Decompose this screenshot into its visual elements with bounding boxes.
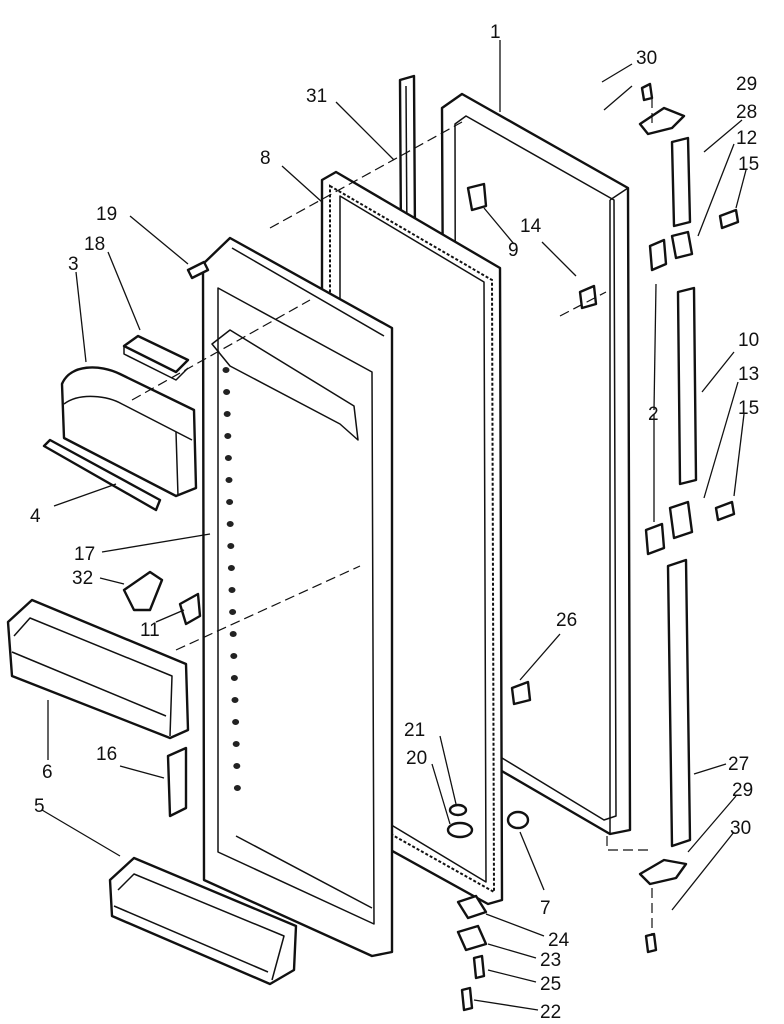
shelf-hole: [231, 697, 239, 703]
shelf-hole: [232, 719, 240, 725]
bushing-20: [446, 821, 474, 839]
leader-arrows: [41, 40, 747, 1011]
shelf-hole: [233, 785, 241, 791]
callout-6: 6: [42, 762, 53, 783]
clip-32: [122, 570, 164, 612]
inner-door-liner: [201, 236, 394, 958]
callout-22: 22: [540, 1002, 561, 1023]
callout-10: 10: [738, 330, 759, 351]
callout-14: 14: [520, 216, 542, 237]
callout-30-bottom: 30: [730, 818, 751, 839]
screw-22: [460, 986, 474, 1012]
cam-7: [506, 810, 530, 830]
shelf-hole: [226, 521, 234, 527]
screw-30-top: [640, 82, 654, 102]
callout-30-top: 30: [636, 48, 657, 69]
callout-31: 31: [306, 86, 327, 107]
callout-labels: 30 29 28 12 15 10 13 15 27 29 30 1 31 8 …: [30, 22, 759, 1023]
shelf-hole: [232, 741, 240, 747]
shelf-hole: [230, 653, 238, 659]
callout-32: 32: [72, 568, 93, 589]
shelf-hole: [229, 609, 237, 615]
dairy-door: [60, 366, 198, 498]
callout-15-top: 15: [738, 154, 759, 175]
callout-4: 4: [30, 506, 41, 527]
handle-trim-10: [676, 286, 698, 486]
screw-19: [186, 260, 210, 280]
dairy-door-trim: [42, 438, 162, 512]
handle-mount-12: [670, 230, 694, 260]
callout-8: 8: [260, 148, 271, 169]
callout-27: 27: [728, 754, 749, 775]
shelf-hole: [224, 455, 232, 461]
hinge-24: [456, 894, 488, 920]
callout-16: 16: [96, 744, 117, 765]
callout-15-bottom: 15: [738, 398, 759, 419]
callout-9: 9: [508, 240, 519, 261]
callout-24: 24: [548, 930, 570, 951]
shelf-hole: [223, 389, 231, 395]
handle-trim-28: [670, 136, 692, 228]
callout-29-bottom: 29: [732, 780, 753, 801]
callout-21: 21: [404, 720, 425, 741]
hinge-23: [456, 924, 488, 952]
screw-25: [472, 954, 486, 980]
liner-shelf-holes: [222, 367, 241, 791]
clip-14: [578, 284, 598, 310]
callout-18: 18: [84, 234, 105, 255]
callout-7: 7: [540, 898, 551, 919]
hinge-plate-2-bottom: [644, 522, 666, 556]
callout-25: 25: [540, 974, 561, 995]
shelf-hole: [227, 565, 235, 571]
door-bin-large: [6, 598, 190, 740]
callout-29-top: 29: [736, 74, 757, 95]
hinge-cap-29-bottom: [638, 858, 688, 886]
door-bin-small: [108, 856, 298, 986]
shelf-hole: [223, 411, 231, 417]
callout-1: 1: [490, 22, 501, 43]
callout-26: 26: [556, 610, 577, 631]
alignment-lines: [131, 98, 653, 936]
shelf-hole: [226, 499, 234, 505]
bracket-16: [166, 746, 188, 818]
shelf-hole: [230, 675, 238, 681]
callout-5: 5: [34, 796, 45, 817]
callout-17: 17: [74, 544, 95, 565]
callout-2: 2: [648, 404, 659, 425]
callout-19: 19: [96, 204, 117, 225]
callout-20: 20: [406, 748, 427, 769]
shelf-hole: [227, 543, 235, 549]
handle-mount-13: [668, 500, 694, 540]
callout-23: 23: [540, 950, 561, 971]
fitting-9: [466, 182, 488, 212]
handle-trim-27: [666, 558, 692, 848]
shelf-hole: [229, 631, 237, 637]
callout-12: 12: [736, 128, 757, 149]
callout-3: 3: [68, 254, 79, 275]
shelf-hole: [222, 367, 230, 373]
callout-28: 28: [736, 102, 757, 123]
shelf-hole: [225, 477, 233, 483]
shelf-hole: [228, 587, 236, 593]
bracket-26: [510, 680, 532, 706]
callout-13: 13: [738, 364, 759, 385]
hinge-plate-2-top: [648, 238, 668, 272]
screw-15-top: [718, 208, 740, 230]
butter-dish: [122, 334, 190, 381]
shelf-hole: [224, 433, 232, 439]
clip-11: [178, 592, 202, 626]
screw-15-bottom: [714, 500, 736, 522]
washer-21: [448, 803, 468, 817]
hinge-cap-29-top: [638, 106, 686, 136]
callout-11: 11: [140, 620, 160, 641]
screw-30-bottom: [644, 932, 658, 954]
shelf-hole: [233, 763, 241, 769]
